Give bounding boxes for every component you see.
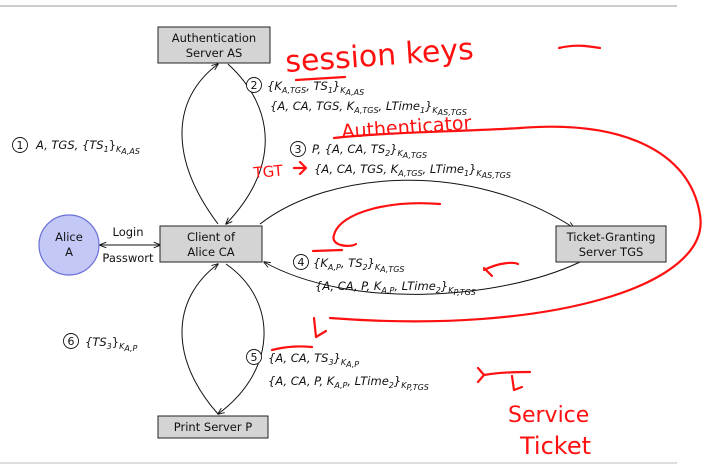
svg-text:5: 5 xyxy=(251,351,258,364)
edge-tgs-to-client xyxy=(264,262,581,295)
svg-text:Print Server P: Print Server P xyxy=(174,420,252,434)
handwriting-authenticator: Authenticator xyxy=(341,112,472,143)
edge-print-to-client xyxy=(181,264,218,415)
step-3-message: 3 P, {A, CA, TS2}KA,TGS {A, CA, TGS, KA,… xyxy=(290,141,511,180)
svg-text:A, TGS, {TS1}KA,AS: A, TGS, {TS1}KA,AS xyxy=(35,138,140,156)
handwriting-tgt: TGT xyxy=(252,161,285,182)
handwritten-annotations: session keys Authenticator TGT Service T… xyxy=(252,32,702,460)
ink-arrow-step5 xyxy=(312,316,328,339)
svg-text:Ticket-Granting: Ticket-Granting xyxy=(566,230,656,244)
handwriting-session-keys: session keys xyxy=(284,32,475,80)
svg-text:Alice CA: Alice CA xyxy=(187,245,234,259)
svg-text:A: A xyxy=(65,245,73,259)
node-client: Client of Alice CA xyxy=(159,225,263,263)
svg-text:{A, CA, P, KA,P, LTime2}KP,TGS: {A, CA, P, KA,P, LTime2}KP,TGS xyxy=(315,279,476,297)
svg-text:3: 3 xyxy=(295,143,302,156)
node-print-server: Print Server P xyxy=(157,415,269,439)
edge-client-to-as xyxy=(181,64,218,225)
svg-text:Authentication: Authentication xyxy=(172,31,256,45)
ink-underline-step5 xyxy=(270,345,314,352)
ink-dash-session xyxy=(557,44,602,50)
svg-text:{A, CA, TS3}KA,P: {A, CA, TS3}KA,P xyxy=(268,351,359,369)
svg-text:Server TGS: Server TGS xyxy=(579,245,644,259)
ink-underline-auth xyxy=(332,126,522,140)
ink-tick-step4 xyxy=(482,266,494,278)
edge-client-to-print xyxy=(218,263,265,414)
svg-text:{KA,P, TS2}KA,TGS: {KA,P, TS2}KA,TGS xyxy=(313,256,405,274)
ink-underline-session xyxy=(294,75,347,82)
step-6-message: 6 {TS3}KA,P xyxy=(63,333,137,353)
svg-text:1: 1 xyxy=(17,139,24,152)
handwriting-ticket: Ticket xyxy=(519,432,591,460)
svg-text:6: 6 xyxy=(68,335,75,348)
svg-text:Client of: Client of xyxy=(187,230,236,244)
ink-loop-auth-to-step5 xyxy=(328,125,702,323)
edge-as-to-client xyxy=(226,63,266,224)
passwort-label: Passwort xyxy=(102,251,154,265)
svg-text:{TS3}KA,P: {TS3}KA,P xyxy=(85,335,137,353)
step-4-message: 4 {KA,P, TS2}KA,TGS {A, CA, P, KA,P, LTi… xyxy=(293,254,476,297)
login-label: Login xyxy=(112,225,143,239)
svg-text:{KA,TGS, TS1}KA,AS: {KA,TGS, TS1}KA,AS xyxy=(267,79,364,97)
node-authentication-server: Authentication Server AS xyxy=(157,26,271,64)
ink-arrow-step5-ticket xyxy=(482,370,532,377)
svg-text:Server AS: Server AS xyxy=(186,46,243,60)
step-1-message: 1 A, TGS, {TS1}KA,AS xyxy=(12,137,140,156)
svg-text:4: 4 xyxy=(298,256,305,269)
svg-text:P, {A, CA, TS2}KA,TGS: P, {A, CA, TS2}KA,TGS xyxy=(312,142,427,160)
handwriting-service: Service xyxy=(508,403,589,428)
node-alice: Alice A xyxy=(38,214,100,276)
step-2-message: 2 {KA,TGS, TS1}KA,AS {A, CA, TGS, KA,TGS… xyxy=(246,77,467,117)
svg-text:{A, CA, P, KA,P, LTime2}KP,TGS: {A, CA, P, KA,P, LTime2}KP,TGS xyxy=(268,374,429,392)
ink-underline-step4 xyxy=(311,248,344,253)
step-5-message: 5 {A, CA, TS3}KA,P {A, CA, P, KA,P, LTim… xyxy=(246,349,429,392)
svg-text:{A, CA, TGS, KA,TGS, LTime1}KA: {A, CA, TGS, KA,TGS, LTime1}KAS,TGS xyxy=(270,99,467,117)
ink-arrow-to-step4 xyxy=(332,202,442,247)
edge-client-to-tgs xyxy=(259,179,574,228)
ink-mark-step4-key xyxy=(482,261,520,272)
ink-hook-service xyxy=(510,374,524,392)
ink-arrow-tgt xyxy=(292,160,308,176)
ink-arrowhead-step5 xyxy=(476,366,486,384)
svg-text:{A, CA, TGS, KA,TGS, LTime1}KA: {A, CA, TGS, KA,TGS, LTime1}KAS,TGS xyxy=(314,162,511,180)
svg-text:2: 2 xyxy=(251,79,258,92)
node-ticket-granting-server: Ticket-Granting Server TGS xyxy=(555,225,667,263)
svg-text:Alice: Alice xyxy=(55,230,83,244)
